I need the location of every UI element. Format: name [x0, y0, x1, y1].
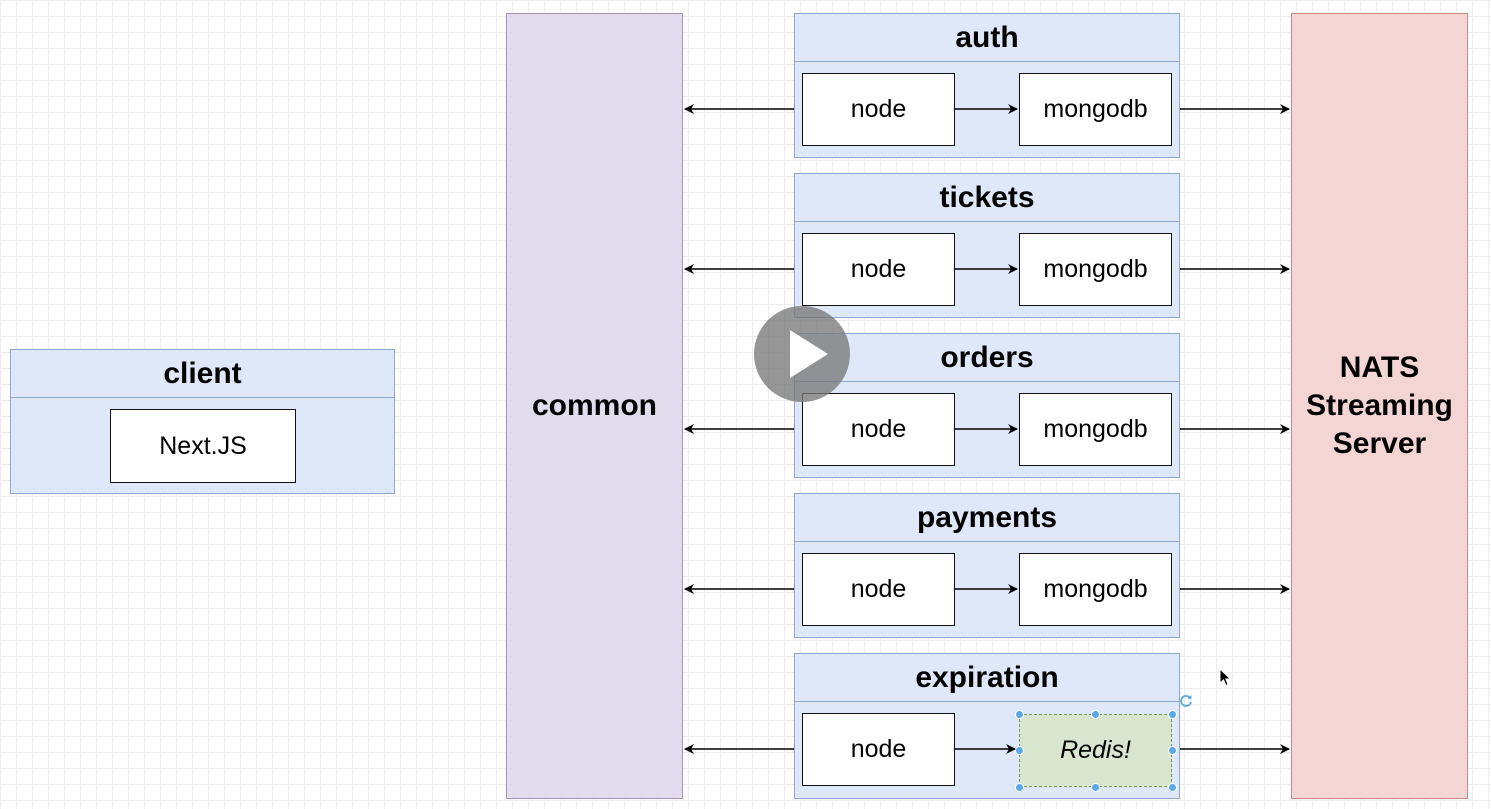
nats-line-3: Server: [1332, 427, 1427, 460]
auth-node-box[interactable]: node: [802, 73, 955, 146]
redis-box[interactable]: Redis!: [1019, 714, 1172, 787]
client-group[interactable]: client Next.JS: [10, 349, 395, 494]
tickets-node-box[interactable]: node: [802, 233, 955, 306]
selection-handle-e[interactable]: [1168, 746, 1177, 755]
common-box[interactable]: common: [506, 13, 683, 799]
expiration-node-box[interactable]: node: [802, 713, 955, 786]
nats-line-1: NATS: [1339, 351, 1420, 384]
payments-node-box[interactable]: node: [802, 553, 955, 626]
selection-handle-n[interactable]: [1091, 710, 1100, 719]
selection-handle-s[interactable]: [1091, 783, 1100, 792]
orders-title: orders: [795, 334, 1179, 382]
selection-handle-se[interactable]: [1168, 783, 1177, 792]
nats-line-2: Streaming: [1306, 389, 1453, 422]
rotate-handle-icon[interactable]: [1178, 693, 1194, 709]
selection-handle-ne[interactable]: [1168, 710, 1177, 719]
selection-handle-w[interactable]: [1015, 746, 1024, 755]
orders-mongodb-box[interactable]: mongodb: [1019, 393, 1172, 466]
selection-handle-nw[interactable]: [1015, 710, 1024, 719]
expiration-title: expiration: [795, 654, 1179, 702]
mouse-pointer-icon: [1219, 667, 1233, 688]
tickets-title: tickets: [795, 174, 1179, 222]
nats-streaming-server-box[interactable]: NATS Streaming Server: [1291, 13, 1468, 799]
client-title: client: [11, 350, 394, 398]
tickets-mongodb-box[interactable]: mongodb: [1019, 233, 1172, 306]
auth-mongodb-box[interactable]: mongodb: [1019, 73, 1172, 146]
auth-title: auth: [795, 14, 1179, 62]
common-label: common: [531, 389, 657, 422]
tickets-service-group[interactable]: tickets node mongodb: [794, 173, 1180, 318]
payments-title: payments: [795, 494, 1179, 542]
payments-mongodb-box[interactable]: mongodb: [1019, 553, 1172, 626]
auth-service-group[interactable]: auth node mongodb: [794, 13, 1180, 158]
nextjs-box[interactable]: Next.JS: [110, 409, 296, 483]
selection-handle-sw[interactable]: [1015, 783, 1024, 792]
orders-service-group[interactable]: orders node mongodb: [794, 333, 1180, 478]
play-icon[interactable]: [754, 306, 850, 402]
payments-service-group[interactable]: payments node mongodb: [794, 493, 1180, 638]
orders-node-box[interactable]: node: [802, 393, 955, 466]
